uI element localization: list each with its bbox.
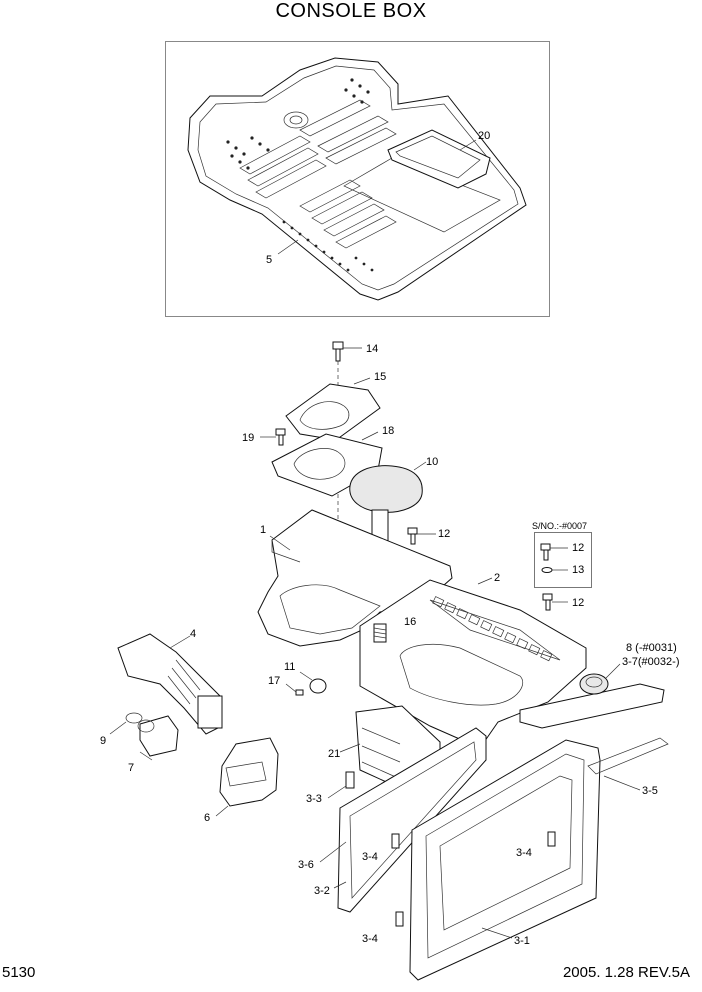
callout-8: 8 (-#0031): [626, 642, 677, 654]
callout-2: 2: [494, 572, 501, 584]
callout-6: 6: [204, 812, 211, 824]
callout-4: 4: [190, 628, 197, 640]
callout-14: 14: [366, 343, 379, 355]
console-top-panel-drawing: [187, 57, 527, 301]
bolt-12-drawing: [407, 527, 568, 611]
serial-bolt-washer-drawing: [540, 543, 568, 573]
clip-3-3-drawing: [327, 771, 355, 799]
callout-12-c: 12: [572, 597, 585, 609]
top-panel-inset-frame: [165, 41, 550, 317]
callout-3-7: 3-7(#0032-): [622, 656, 680, 668]
callout-3-5: 3-5: [642, 785, 658, 797]
serial-number-inset-frame: [534, 532, 592, 588]
callout-3-4-b: 3-4: [516, 847, 532, 859]
cup-holder-6-drawing: [215, 737, 279, 817]
callout-11: 11: [284, 661, 296, 673]
callout-17: 17: [268, 675, 281, 687]
callout-21: 21: [328, 748, 341, 760]
callout-19: 19: [242, 432, 255, 444]
callout-9: 9: [100, 735, 107, 747]
callout-3-3: 3-3: [306, 793, 322, 805]
callout-3-4-a: 3-4: [362, 851, 378, 863]
callout-10: 10: [426, 456, 439, 468]
cover-15-drawing: [285, 377, 381, 441]
cap-8-drawing: [579, 663, 621, 695]
callout-20: 20: [478, 130, 491, 142]
callout-16: 16: [404, 616, 417, 628]
spring-16-drawing: [373, 623, 387, 643]
frame-3-1-drawing: [391, 739, 601, 981]
callout-5: 5: [266, 254, 273, 266]
callout-1: 1: [260, 524, 267, 536]
page-title: CONSOLE BOX: [275, 0, 427, 22]
air-duct-4-drawing: [117, 633, 223, 735]
revision-info: 2005. 1.28 REV.5A: [562, 964, 690, 981]
callout-7: 7: [128, 762, 135, 774]
clip-9-drawing: [109, 712, 143, 735]
serial-number-note: S/NO.:-#0007: [532, 521, 588, 531]
callout-18: 18: [382, 425, 395, 437]
cap-11-drawing: [299, 671, 327, 694]
callout-13: 13: [572, 564, 585, 576]
callout-3-4-c: 3-4: [362, 933, 378, 945]
bracket-3-5-drawing: [519, 683, 669, 791]
callout-15: 15: [374, 371, 387, 383]
callout-12-a: 12: [438, 528, 451, 540]
nozzle-7-drawing: [137, 715, 179, 761]
callout-3-2: 3-2: [314, 885, 330, 897]
bolt-19-drawing: [260, 428, 286, 446]
console-body-1-drawing: [257, 509, 453, 647]
side-cover-3-2-drawing: [319, 727, 487, 913]
page-number: 5130: [2, 964, 36, 981]
screw-17-drawing: [285, 683, 304, 696]
callout-3-1: 3-1: [514, 935, 530, 947]
callout-3-6: 3-6: [298, 859, 314, 871]
console-body-2-drawing: [359, 577, 587, 749]
callout-12-b: 12: [572, 542, 585, 554]
